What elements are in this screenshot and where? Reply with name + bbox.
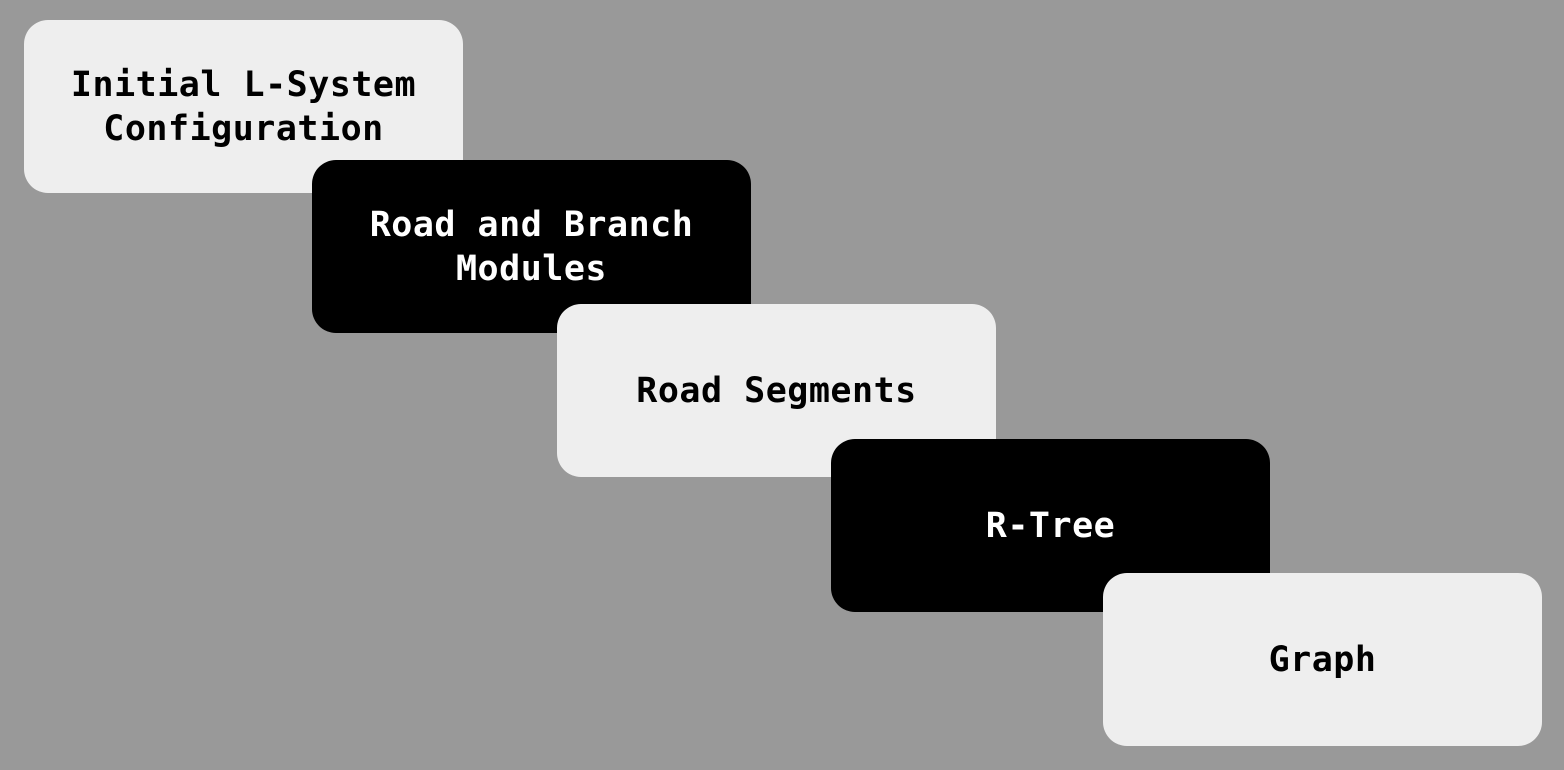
step-label: R-Tree — [985, 505, 1116, 546]
step-graph: Graph — [1103, 573, 1542, 746]
step-initial-l-system-configuration: Initial L-System Configuration — [24, 20, 463, 193]
step-label: Graph — [1268, 639, 1377, 680]
step-label: Initial L-System Configuration — [70, 64, 417, 149]
step-label: Road Segments — [636, 370, 917, 411]
step-label: Road and Branch Modules — [369, 204, 694, 289]
